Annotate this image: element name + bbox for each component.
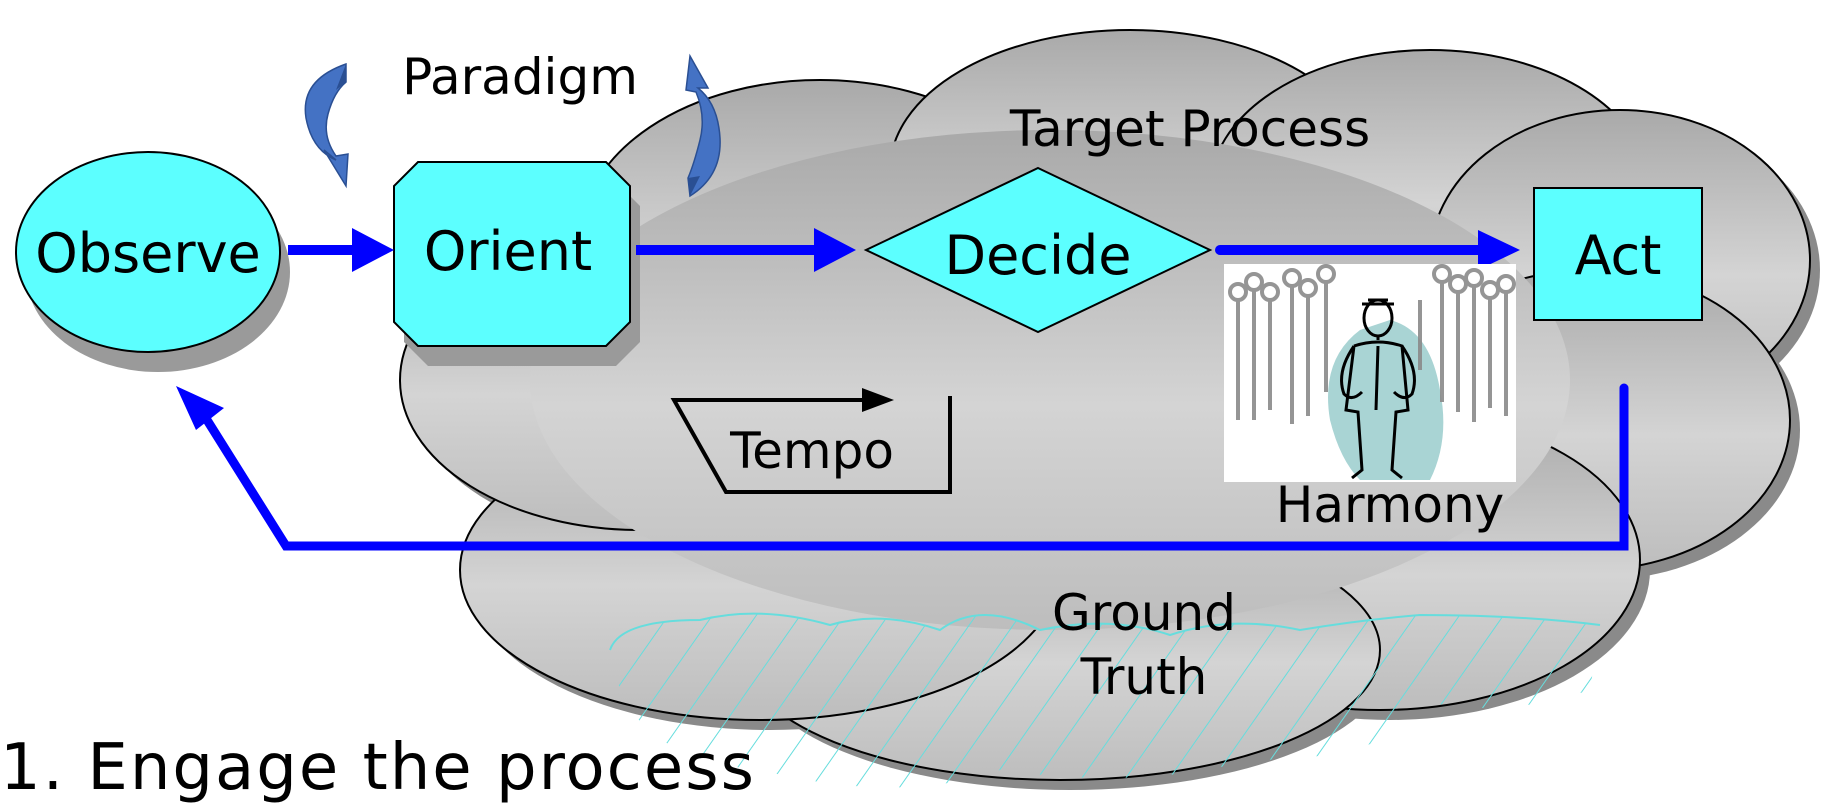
orient-to-decide-arrow [636,228,856,272]
observe-label: Observe [35,222,261,285]
decide-label: Decide [945,224,1132,287]
target-process-label: Target Process [1009,100,1370,158]
paradigm-left-curved-arrow-icon [304,62,349,189]
act-label: Act [1575,224,1662,287]
tempo-indicator: Tempo [670,388,952,494]
harmony-crowd-figure-icon [1224,264,1516,482]
decide-node: Decide [863,166,1213,334]
ground-truth-label-line2: Truth [1080,648,1208,706]
harmony-label: Harmony [1276,476,1505,534]
tempo-label: Tempo [729,422,894,480]
paradigm-right-curved-arrow-icon [685,53,721,198]
act-node: Act [1533,187,1703,321]
step-caption: 1. Engage the process [0,731,756,805]
observe-to-orient-arrow [288,228,394,272]
orient-node: Orient [393,161,640,366]
act-to-observe-feedback-arrow [176,383,1629,551]
observe-node: Observe [15,151,290,372]
orient-label: Orient [424,220,592,283]
decide-to-act-arrow [1215,230,1520,270]
paradigm-label: Paradigm [402,48,638,106]
ground-truth-outline [609,612,1601,651]
ground-truth-label-line1: Ground [1052,584,1236,642]
